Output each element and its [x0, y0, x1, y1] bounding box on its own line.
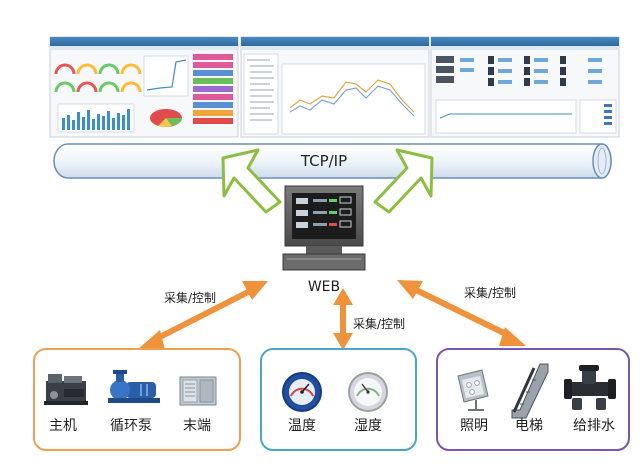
label-lighting: 照明 — [460, 418, 488, 434]
side-menu-thumbnail — [193, 54, 233, 124]
tcp-ip-label: TCP/IP — [300, 152, 347, 170]
screenshot-dashboard-gauges — [49, 36, 239, 138]
label-humidity: 湿度 — [354, 418, 382, 434]
device-rows-thumbnail — [436, 56, 602, 86]
hollow-arrow-left-up — [221, 148, 282, 214]
label-pump: 循环泵 — [110, 418, 152, 434]
tree-list-thumbnail — [243, 53, 279, 135]
link-label-left: 采集/控制 — [164, 290, 216, 305]
label-water-supply-drainage: 给排水 — [573, 418, 615, 434]
screenshot-device-list — [430, 36, 620, 138]
link-label-center: 采集/控制 — [353, 316, 405, 331]
pipe-fittings-icon — [564, 365, 616, 410]
flat-line-chart-thumbnail — [435, 99, 577, 134]
double-arrow-center — [333, 288, 353, 350]
gauge-row — [54, 63, 142, 93]
double-arrow-left — [138, 281, 268, 350]
air-handler-icon — [179, 376, 217, 406]
link-label-right: 采集/控制 — [464, 285, 516, 300]
side-table-thumbnail — [579, 99, 617, 134]
tcp-ip-network-pipe — [53, 143, 612, 179]
label-chiller: 主机 — [49, 418, 77, 434]
trend-lines-thumbnail — [281, 63, 426, 135]
light-fixture-icon — [457, 369, 489, 411]
label-temperature: 温度 — [288, 418, 316, 434]
label-terminal: 末端 — [183, 418, 211, 434]
pie-chart-thumbnail — [150, 109, 182, 127]
pump-icon — [108, 370, 160, 403]
web-label: WEB — [308, 279, 340, 295]
thermometer-gauge-icon — [282, 372, 322, 412]
hollow-arrow-right-up — [373, 148, 434, 214]
label-elevator: 电梯 — [515, 418, 543, 434]
escalator-icon — [511, 363, 549, 419]
hygrometer-icon — [348, 372, 388, 412]
double-arrow-right — [397, 280, 526, 346]
line-chart-thumbnail — [143, 55, 189, 97]
web-server-computer-icon — [282, 185, 366, 271]
screenshot-trend-chart — [240, 36, 430, 138]
chiller-icon — [44, 374, 88, 405]
bar-chart-thumbnail — [57, 103, 135, 133]
